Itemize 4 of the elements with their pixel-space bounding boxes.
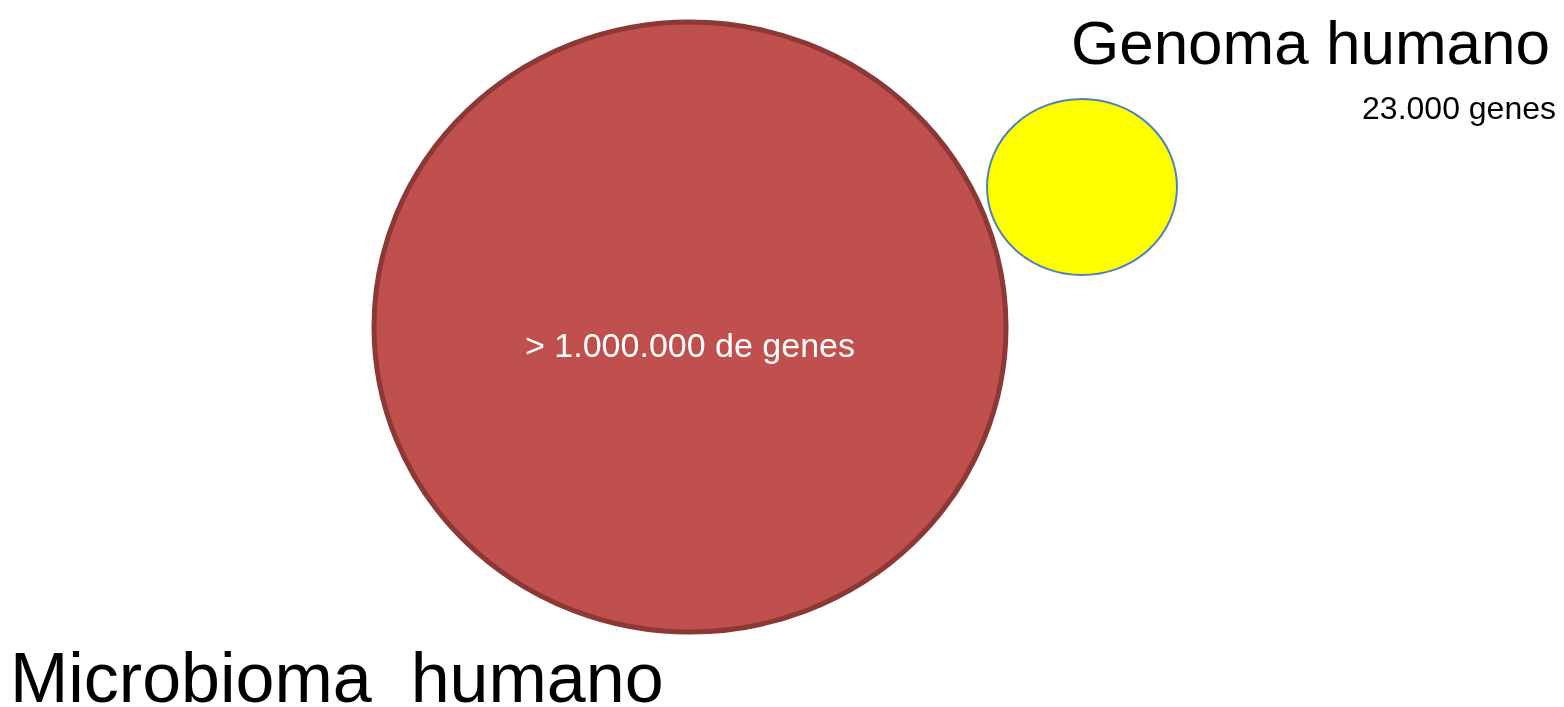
gene-count: 23.000 genes: [1361, 92, 1556, 124]
group-title: Microbioma humano: [10, 643, 665, 707]
circle-label: > 1.000.000 de genes: [524, 328, 856, 362]
group-title: Genoma humano: [1069, 12, 1550, 74]
